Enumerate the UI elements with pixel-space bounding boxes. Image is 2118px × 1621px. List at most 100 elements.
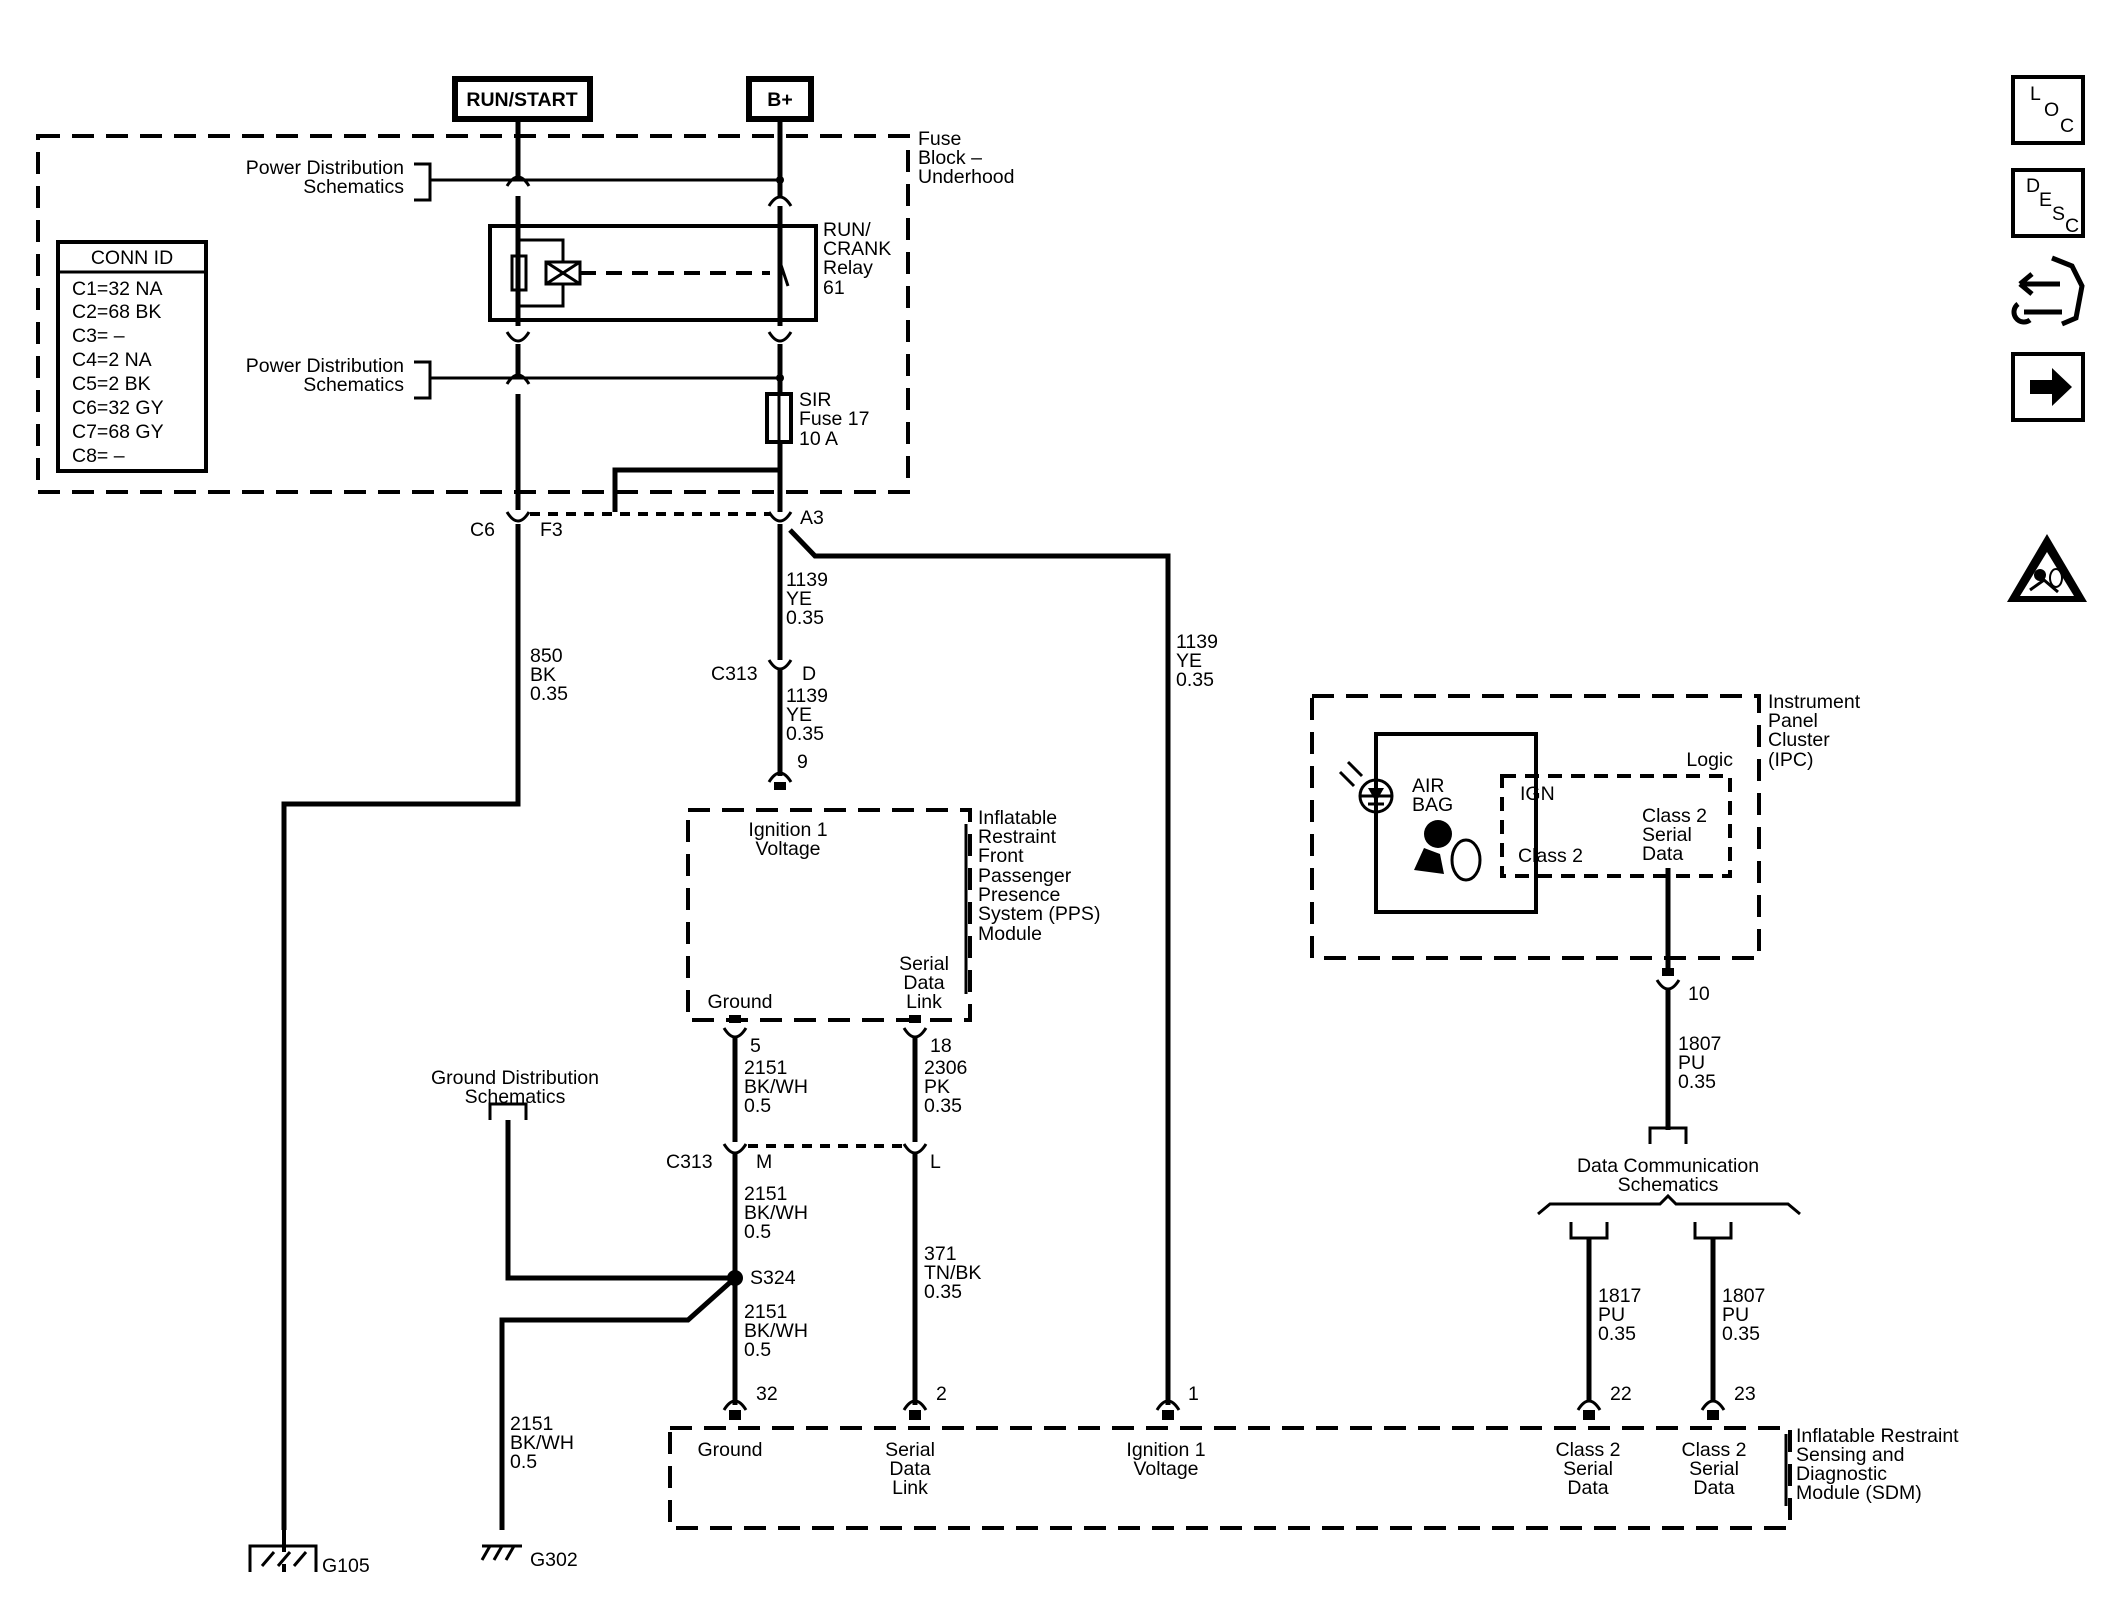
pps-ignition-1: Ignition 1 [748, 819, 827, 841]
conn-d: D [802, 663, 816, 685]
fuse-block-title-1: Fuse [918, 128, 961, 150]
arrow-right-icon[interactable] [2011, 352, 2085, 422]
sdm-class2-b-1: Class 2 [1681, 1439, 1746, 1461]
conn-c6: C6 [470, 519, 495, 541]
wire-2151-b-color: BK/WH [744, 1202, 808, 1224]
sdm-module: Inflatable Restraint Sensing and Diagnos… [668, 1425, 1959, 1530]
ipc-class2: Class 2 [1518, 845, 1583, 867]
wire-2151-c-size: 0.5 [744, 1339, 771, 1361]
fuse-block-title-3: Underhood [918, 166, 1015, 188]
loc-icon[interactable]: L O C [2011, 75, 2085, 145]
desc-letter: D [2026, 175, 2040, 197]
relay-label-3: Relay [823, 257, 873, 279]
wire-2151-a-size: 0.5 [744, 1095, 771, 1117]
conn-f3: F3 [540, 519, 563, 541]
pps-serial-3: Link [906, 991, 942, 1013]
desc-icon[interactable]: D E S C [2011, 168, 2085, 238]
airbag-lamp-icon [1338, 760, 1394, 814]
power-dist-bottom-2: Schematics [303, 374, 404, 396]
sdm-title-3: Diagnostic [1796, 1463, 1887, 1485]
sdm-ignition-1: Ignition 1 [1126, 1439, 1205, 1461]
wire-labels: 850 BK 0.35 1139 YE 0.35 1139 YE 0.35 11… [510, 569, 1765, 1473]
pps-title-2: Restraint [978, 826, 1057, 848]
run-start-label: RUN/START [466, 89, 577, 111]
sdm-class2-a-3: Data [1567, 1477, 1608, 1499]
ground-g302: G302 [480, 1544, 578, 1571]
ipc-module: Instrument Panel Cluster (IPC) Logic AIR… [1310, 691, 1861, 960]
warning-airbag-icon[interactable] [2007, 534, 2087, 602]
wire-2306: 2306 [924, 1057, 967, 1079]
wire-2151-g-color: BK/WH [510, 1432, 574, 1454]
ipc-airbag-2: BAG [1412, 794, 1453, 816]
ipc-class2-serial-3: Data [1642, 843, 1683, 865]
conn-pin5: 5 [750, 1035, 761, 1057]
connector-labels: C6 F3 A3 C313 D 9 5 18 C313 M L S324 32 … [470, 507, 1756, 1405]
wire-2306-size: 0.35 [924, 1095, 962, 1117]
ground-g302-label: G302 [530, 1549, 578, 1571]
wire-1817-size: 0.35 [1598, 1323, 1636, 1345]
wire-2151-b: 2151 [744, 1183, 787, 1205]
relay-label-1: RUN/ [823, 219, 871, 241]
ground-distribution: Ground Distribution Schematics [431, 1067, 599, 1108]
ipc-title-3: Cluster [1768, 729, 1830, 751]
conn-pin10: 10 [1688, 983, 1710, 1005]
wire-850: 850 [530, 645, 563, 667]
desc-letter: S [2052, 203, 2065, 225]
wire-2151-c-color: BK/WH [744, 1320, 808, 1342]
wire-1139-a: 1139 [786, 569, 828, 591]
conn-id-row: C8= – [72, 445, 125, 467]
ground-dist-2: Schematics [465, 1086, 566, 1108]
wire-2151-a-color: BK/WH [744, 1076, 808, 1098]
sdm-title-4: Module (SDM) [1796, 1482, 1922, 1504]
wire-2151-b-size: 0.5 [744, 1221, 771, 1243]
wire-2151-a: 2151 [744, 1057, 787, 1079]
power-dist-top-2: Schematics [303, 176, 404, 198]
power-dist-top-1: Power Distribution [246, 157, 404, 179]
wire-1139-b-size: 0.35 [786, 723, 824, 745]
wire-1807-bot: 1807 [1722, 1285, 1765, 1307]
sdm-serial-2: Data [889, 1458, 930, 1480]
conn-id-row: C3= – [72, 325, 125, 347]
wire-850-color: BK [530, 664, 556, 686]
ground-g105-label: G105 [322, 1555, 370, 1577]
wires [281, 119, 1801, 1572]
desc-letter: C [2065, 215, 2079, 237]
sdm-serial-1: Serial [885, 1439, 935, 1461]
data-communication: Data Communication Schematics [1577, 1155, 1759, 1196]
wire-2306-color: PK [924, 1076, 950, 1098]
b-plus-label: B+ [767, 89, 792, 111]
conn-c313-mid: C313 [666, 1151, 713, 1173]
pps-serial-1: Serial [899, 953, 949, 975]
conn-id-title: CONN ID [91, 247, 173, 269]
conn-l: L [930, 1151, 941, 1173]
pps-ground: Ground [707, 991, 772, 1013]
ipc-title-4: (IPC) [1768, 749, 1814, 771]
wire-371: 371 [924, 1243, 957, 1265]
sdm-class2-a-2: Serial [1563, 1458, 1613, 1480]
conn-a3: A3 [800, 507, 824, 529]
ground-g105: G105 [248, 1544, 370, 1577]
conn-id-row: C7=68 GY [72, 421, 164, 443]
b-plus-source: B+ [746, 76, 814, 122]
data-comm-2: Schematics [1618, 1174, 1719, 1196]
loc-letter: O [2044, 99, 2059, 121]
pps-ignition-2: Voltage [755, 838, 820, 860]
harness-wrench-icon[interactable] [2011, 255, 2085, 327]
pps-title-7: Module [978, 923, 1042, 945]
sdm-ignition-2: Voltage [1133, 1458, 1198, 1480]
relay-label-2: CRANK [823, 238, 891, 260]
data-comm-1: Data Communication [1577, 1155, 1759, 1177]
airbag-person-icon [1414, 820, 1482, 882]
conn-pin32: 32 [756, 1383, 778, 1405]
ipc-logic: Logic [1686, 749, 1733, 771]
wire-1807-bot-color: PU [1722, 1304, 1749, 1326]
relay-label-4: 61 [823, 277, 845, 299]
run-start-source: RUN/START [452, 76, 593, 122]
ipc-title-1: Instrument [1768, 691, 1861, 713]
sdm-ground: Ground [697, 1439, 762, 1461]
conn-pin22: 22 [1610, 1383, 1632, 1405]
wire-1807-top-color: PU [1678, 1052, 1705, 1074]
pps-title-4: Passenger [978, 865, 1072, 887]
sdm-serial-3: Link [892, 1477, 928, 1499]
